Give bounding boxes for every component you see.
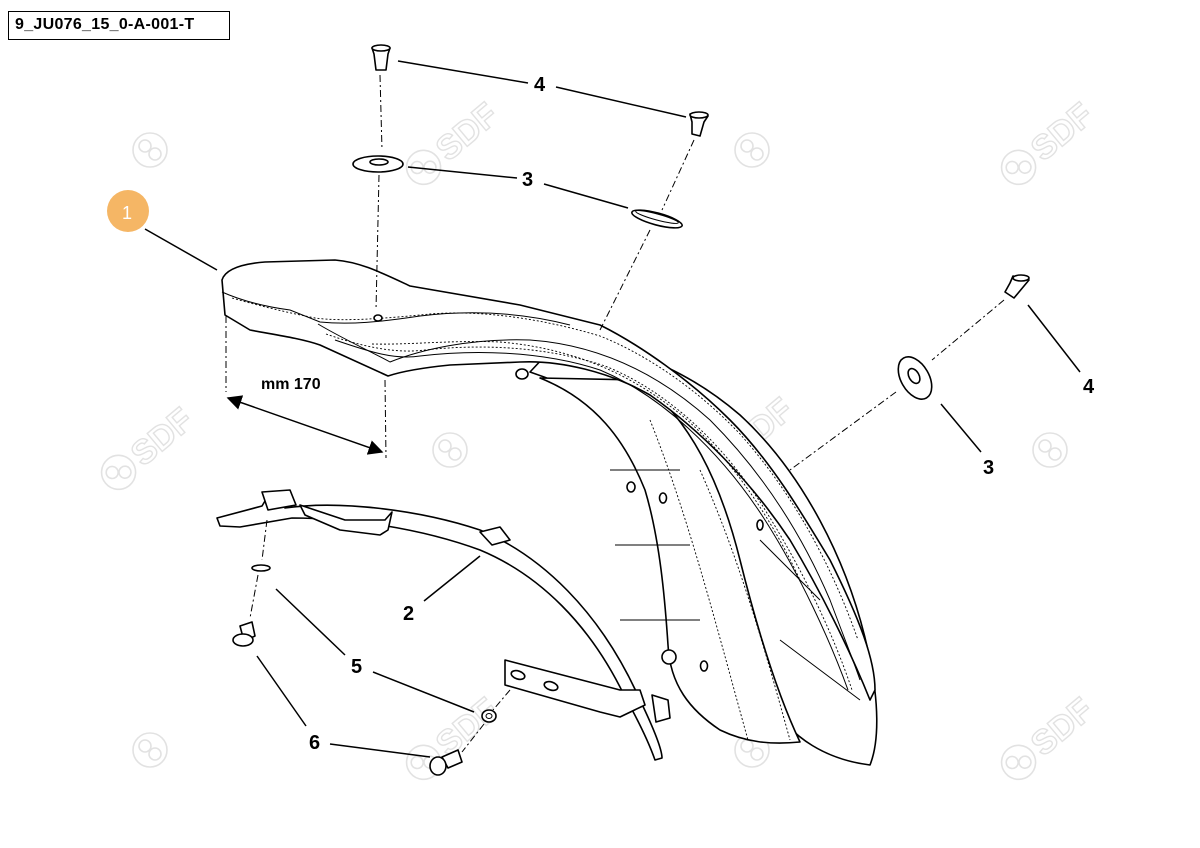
bolt-part — [689, 111, 709, 137]
sdf-logo-watermark — [432, 432, 468, 468]
dimension-label: mm 170 — [261, 376, 321, 393]
watermark-text: SDF — [1024, 96, 1101, 169]
washer-part — [352, 155, 404, 173]
sdf-watermark: SDF — [93, 400, 201, 498]
assembly-axes — [249, 74, 1005, 753]
sdf-watermark: SDF — [398, 95, 506, 193]
watermark-text: SDF — [429, 691, 506, 764]
bolt-part — [1004, 274, 1030, 299]
callout-3-top: 3 — [522, 169, 533, 191]
callout-3-right: 3 — [983, 457, 994, 479]
watermark-text: SDF — [1024, 691, 1101, 764]
callout-5: 5 — [351, 656, 362, 678]
watermark-text: SDF — [429, 96, 506, 169]
washer-part — [897, 356, 933, 400]
fender-part — [221, 259, 878, 766]
callout-4-top: 4 — [534, 74, 546, 96]
highlight-circle — [107, 190, 149, 232]
sdf-watermark: SDF — [398, 690, 506, 788]
callout-6: 6 — [309, 732, 320, 754]
highlighted-callout-1[interactable]: 1 — [107, 190, 149, 232]
callout-4-right: 4 — [1083, 376, 1095, 398]
sdf-watermark: SDF — [993, 95, 1101, 193]
washer-part — [631, 209, 683, 229]
callout-2: 2 — [403, 603, 414, 625]
screw-part — [232, 621, 256, 647]
callout-1-label: 1 — [122, 203, 132, 223]
support-bracket-part — [216, 489, 671, 761]
sdf-logo-watermark — [132, 132, 168, 168]
lock-washer-part — [481, 709, 497, 723]
watermark-text: SDF — [124, 401, 201, 474]
sdf-logo-watermark — [1032, 432, 1068, 468]
leader-lines — [144, 60, 1081, 758]
sdf-watermark: SDF — [993, 690, 1101, 788]
lock-washer-part — [251, 564, 271, 572]
bolt-part — [371, 44, 391, 71]
drawing-code-label: 9_JU076_15_0-A-001-T — [8, 11, 230, 40]
screw-part — [429, 749, 463, 776]
sdf-logo-watermark — [132, 732, 168, 768]
width-dimension: mm 170 — [225, 316, 387, 459]
sdf-logo-watermark — [734, 132, 770, 168]
